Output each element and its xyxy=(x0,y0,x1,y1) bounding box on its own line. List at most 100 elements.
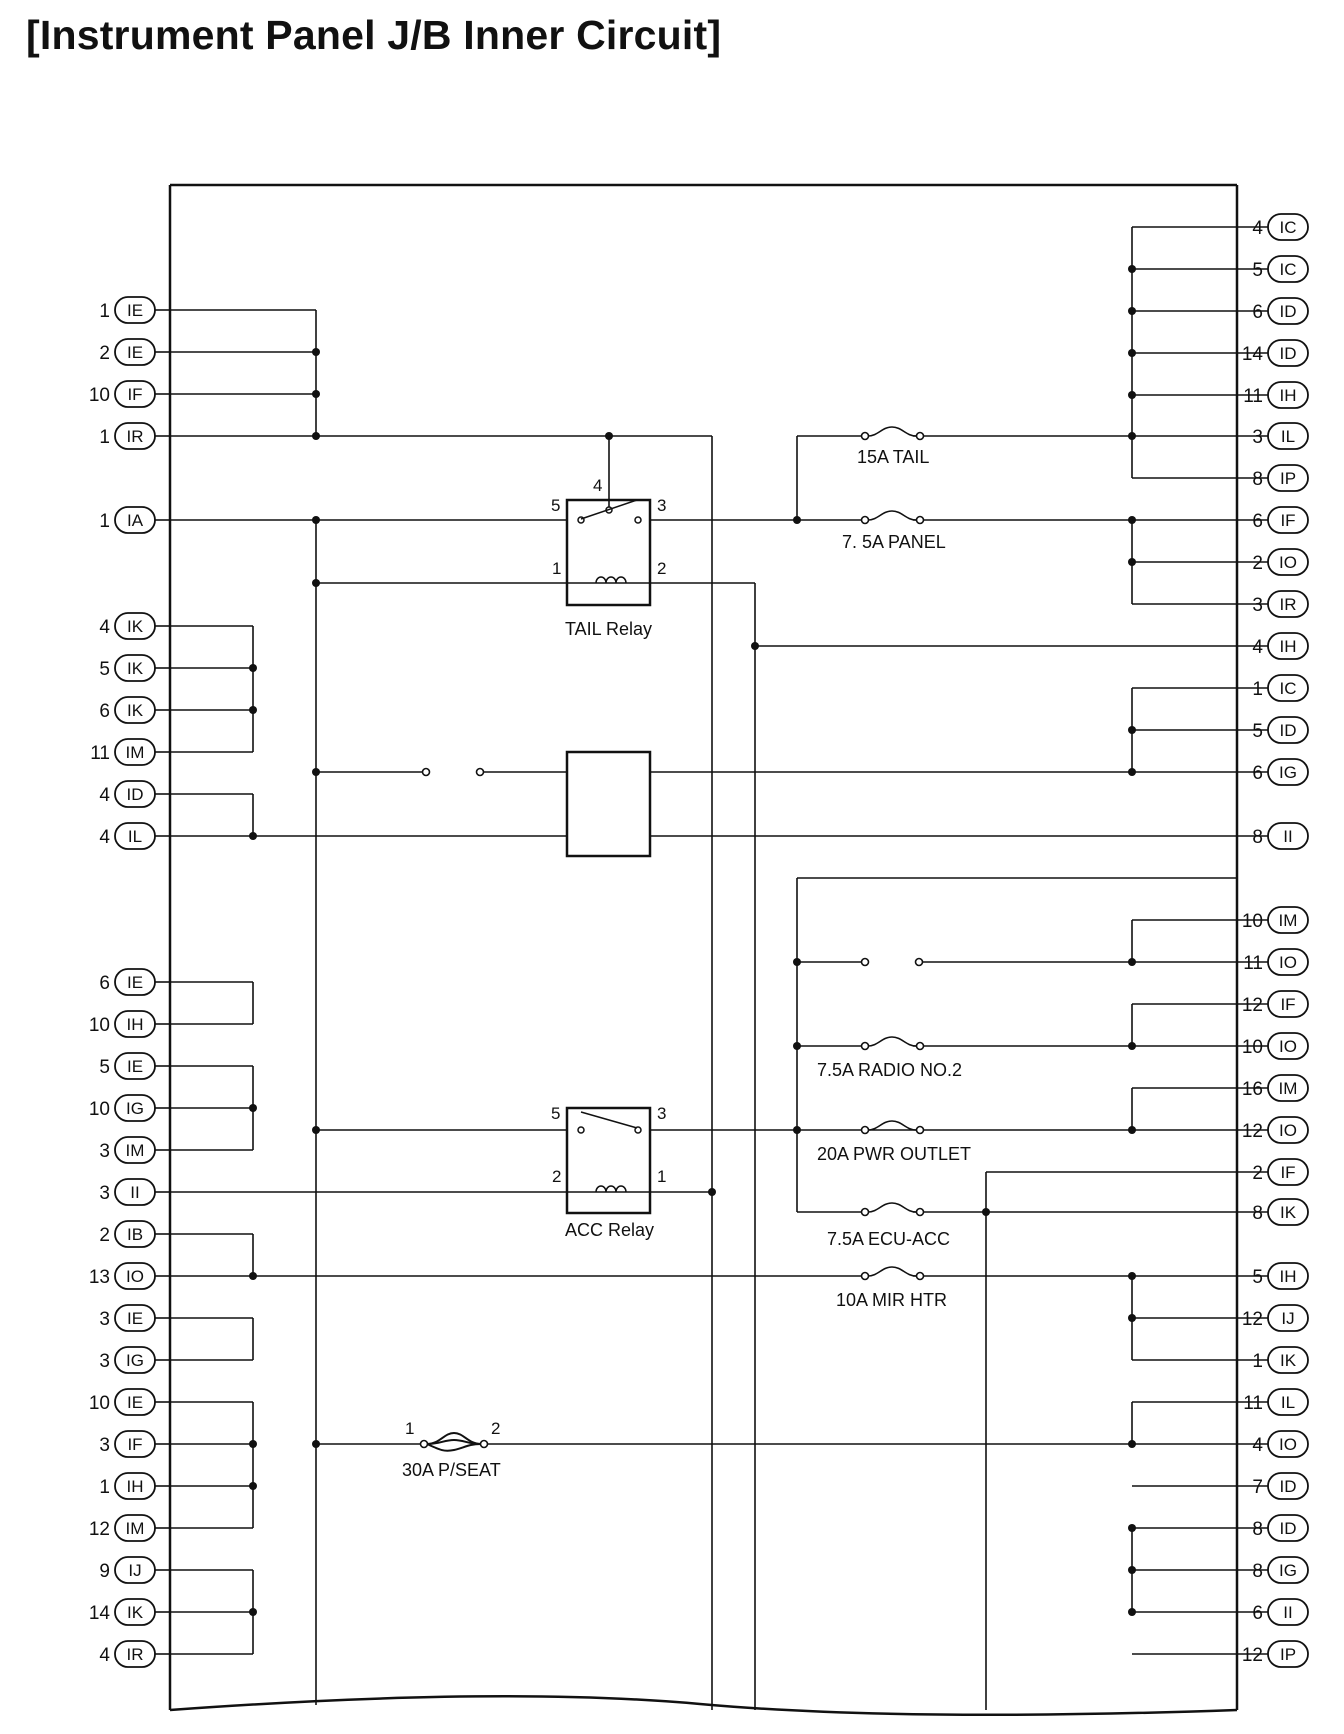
acc-relay-terminal-2: 2 xyxy=(552,1167,561,1186)
connector-id: IG xyxy=(1279,1561,1297,1580)
connector-id: IK xyxy=(1280,1203,1297,1222)
tail-relay-label: TAIL Relay xyxy=(565,619,652,639)
pin-number: 5 xyxy=(1252,1267,1263,1288)
connector-id: IR xyxy=(127,427,144,446)
connector-id: IC xyxy=(1280,218,1297,237)
pin-number: 10 xyxy=(89,1393,110,1414)
connector-id: IO xyxy=(1279,1435,1297,1454)
connector-id: IK xyxy=(127,617,144,636)
connector-id: IE xyxy=(127,1057,143,1076)
connector-id: IH xyxy=(1280,386,1297,405)
connector-oval xyxy=(114,1178,156,1206)
pin-number: 1 xyxy=(99,511,110,532)
acc-relay-terminal-1: 1 xyxy=(657,1167,666,1186)
connector-id: IO xyxy=(126,1267,144,1286)
fuse-label-7-5a-ecu-acc: 7.5A ECU-ACC xyxy=(827,1229,950,1249)
pin-number: 11 xyxy=(1243,1393,1263,1414)
pin-number: 8 xyxy=(1252,1561,1263,1582)
pin-number: 2 xyxy=(1252,1163,1263,1184)
pin-number: 6 xyxy=(1252,511,1263,532)
connector-oval xyxy=(1267,948,1309,976)
acc-relay-terminals: 5 3 2 1 xyxy=(551,1104,666,1186)
pin-number: 5 xyxy=(1252,260,1263,281)
connector-id: IG xyxy=(126,1351,144,1370)
connector-oval xyxy=(1267,674,1309,702)
connector-oval xyxy=(1267,632,1309,660)
pin-number: 12 xyxy=(1242,1121,1263,1142)
pin-number: 5 xyxy=(99,1057,110,1078)
fuse-15a-tail-symbol xyxy=(860,426,925,441)
pin-number: 6 xyxy=(99,701,110,722)
connector-oval xyxy=(1267,1388,1309,1416)
connector-oval xyxy=(114,738,156,766)
connector-id: IM xyxy=(1279,1079,1298,1098)
pin-number: 4 xyxy=(99,827,110,848)
connector-id: IB xyxy=(127,1225,143,1244)
connector-oval xyxy=(114,380,156,408)
acc-relay-terminal-5: 5 xyxy=(551,1104,560,1123)
pin-number: 3 xyxy=(99,1183,110,1204)
connector-id: IM xyxy=(126,1141,145,1160)
connector-id: IL xyxy=(128,827,142,846)
pin-number: 14 xyxy=(89,1603,111,1624)
connector-id: IM xyxy=(126,1519,145,1538)
acc-relay-symbol xyxy=(565,1106,652,1215)
connector-id: IE xyxy=(127,1309,143,1328)
pin-number: 1 xyxy=(99,301,110,322)
connector-id: IH xyxy=(1280,637,1297,656)
pin-number: 11 xyxy=(1243,386,1263,407)
connector-oval xyxy=(1267,758,1309,786)
right-connector-pin: 8 IG xyxy=(1237,1556,1309,1584)
connector-oval xyxy=(114,1514,156,1542)
connector-oval xyxy=(1267,1430,1309,1458)
right-connector-pin: 8 ID xyxy=(1237,1514,1309,1542)
tail-relay-symbol xyxy=(565,498,652,607)
pin-number: 4 xyxy=(99,1645,110,1666)
connector-oval xyxy=(1267,822,1309,850)
fuse-7-5a-ecu-acc-symbol xyxy=(860,1202,925,1217)
page-title: [Instrument Panel J/B Inner Circuit] xyxy=(26,12,722,58)
connector-oval xyxy=(114,780,156,808)
connector-oval xyxy=(114,1094,156,1122)
pin-number: 3 xyxy=(99,1309,110,1330)
fuse-30a-p-seat-symbol xyxy=(419,1431,489,1452)
connector-oval xyxy=(1267,1262,1309,1290)
pin-number: 4 xyxy=(99,617,110,638)
connector-id: IF xyxy=(1280,995,1295,1014)
pin-number: 8 xyxy=(1252,1519,1263,1540)
connector-id: IM xyxy=(1279,911,1298,930)
right-connector-pin: 11 IH xyxy=(1237,381,1309,409)
pin-number: 12 xyxy=(89,1519,110,1540)
connector-id: IK xyxy=(127,1603,144,1622)
connector-id: ID xyxy=(1280,1519,1297,1538)
connector-id: IC xyxy=(1280,260,1297,279)
connector-id: II xyxy=(1283,1603,1292,1622)
connector-id: IL xyxy=(1281,1393,1295,1412)
pin-number: 2 xyxy=(99,1225,110,1246)
pin-number: 10 xyxy=(1242,1037,1263,1058)
connector-oval xyxy=(114,296,156,324)
connector-oval xyxy=(1267,255,1309,283)
connector-oval xyxy=(114,696,156,724)
pin-number: 1 xyxy=(1252,1351,1263,1372)
